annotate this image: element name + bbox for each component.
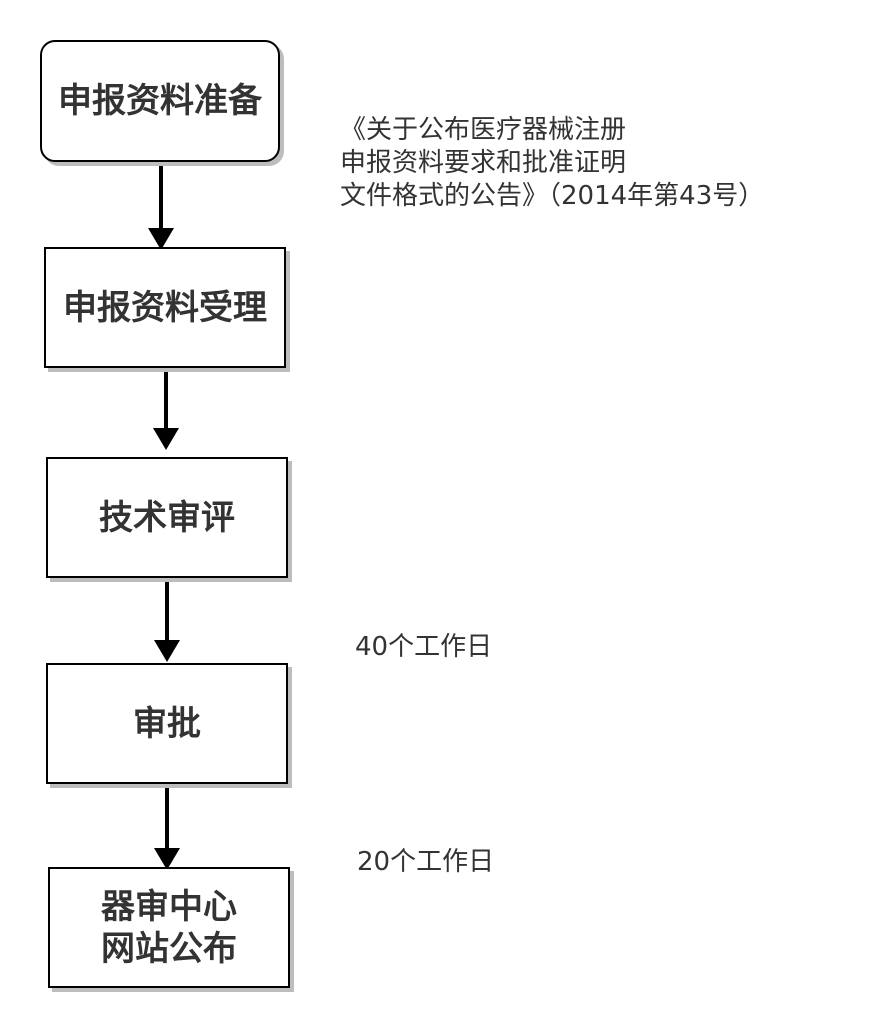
regulation-note-line3: 文件格式的公告》（2014年第43号）	[340, 181, 765, 211]
step-approval: 审批	[46, 663, 288, 784]
arrowhead-1	[148, 228, 174, 250]
regulation-note-line2: 申报资料要求和批准证明	[340, 148, 627, 178]
regulation-note: 《关于公布医疗器械注册 申报资料要求和批准证明 文件格式的公告》（2014年第4…	[340, 114, 764, 213]
approval-duration-text: 20个工作日	[357, 847, 495, 877]
arrowhead-4	[154, 848, 180, 870]
step-publish-on-website: 器审中心 网站公布	[48, 867, 290, 988]
approval-duration-note: 20个工作日	[357, 846, 494, 879]
step-technical-review: 技术审评	[46, 457, 288, 578]
step-publish-label-line1: 器审中心	[101, 886, 237, 927]
step-technical-review-label: 技术审评	[99, 497, 235, 538]
arrowhead-2	[153, 428, 179, 450]
step-prepare-materials-label: 申报资料准备	[58, 81, 262, 121]
step-accept-materials: 申报资料受理	[44, 247, 286, 368]
step-accept-materials-label: 申报资料受理	[63, 287, 267, 328]
step-publish-label-line2: 网站公布	[101, 928, 237, 969]
regulation-note-line1: 《关于公布医疗器械注册	[340, 115, 627, 145]
review-duration-text: 40个工作日	[355, 632, 493, 662]
review-duration-note: 40个工作日	[355, 631, 492, 664]
arrowhead-3	[154, 640, 180, 662]
step-approval-label: 审批	[133, 703, 201, 744]
step-prepare-materials: 申报资料准备	[40, 40, 280, 162]
